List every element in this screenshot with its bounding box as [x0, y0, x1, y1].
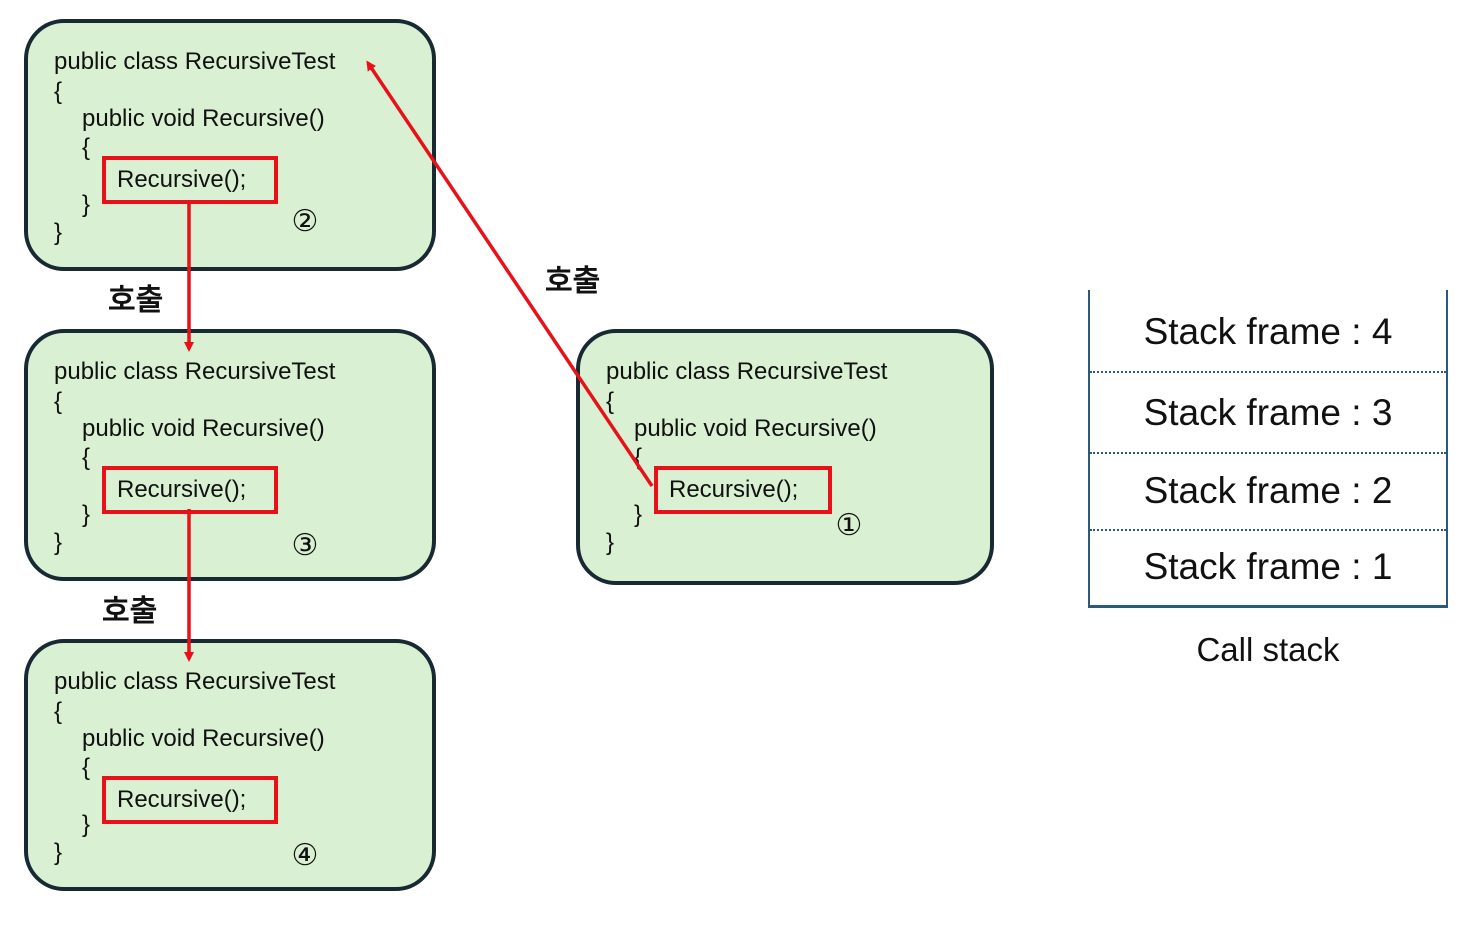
class-close-brace: }: [54, 839, 63, 866]
class-declaration: public class RecursiveTest: [54, 668, 336, 695]
stack-frame-2: Stack frame : 2: [1143, 470, 1393, 511]
class-close-brace: }: [606, 529, 615, 556]
step-marker: ②: [291, 205, 319, 238]
class-open-brace: {: [54, 388, 63, 415]
method-declaration: public void Recursive(): [82, 725, 325, 752]
recursive-call-highlight: Recursive();: [102, 156, 278, 204]
code-box-3: public class RecursiveTest { public void…: [24, 329, 436, 581]
recursive-call-highlight: Recursive();: [102, 776, 278, 824]
method-close-brace: }: [82, 811, 91, 838]
method-open-brace: {: [82, 444, 91, 471]
code-box-1: public class RecursiveTest { public void…: [576, 329, 994, 585]
stack-frame-4: Stack frame : 4: [1143, 311, 1393, 352]
stack-frame-3: Stack frame : 3: [1143, 392, 1393, 433]
method-open-brace: {: [634, 444, 643, 471]
stack-frame-1: Stack frame : 1: [1143, 546, 1393, 587]
method-open-brace: {: [82, 754, 91, 781]
method-declaration: public void Recursive(): [82, 105, 325, 132]
call-label: 호출: [102, 595, 158, 628]
code-box-2: public class RecursiveTest { public void…: [24, 19, 436, 271]
stack-divider: [1090, 529, 1446, 531]
class-open-brace: {: [54, 698, 63, 725]
recursive-call-highlight: Recursive();: [102, 466, 278, 514]
call-label: 호출: [545, 265, 601, 298]
method-open-brace: {: [82, 134, 91, 161]
class-open-brace: {: [606, 388, 615, 415]
step-marker: ①: [835, 509, 863, 542]
class-open-brace: {: [54, 78, 63, 105]
class-close-brace: }: [54, 219, 63, 246]
class-declaration: public class RecursiveTest: [54, 48, 336, 75]
method-declaration: public void Recursive(): [82, 415, 325, 442]
recursive-call-highlight: Recursive();: [654, 466, 832, 514]
method-close-brace: }: [82, 501, 91, 528]
method-close-brace: }: [634, 501, 643, 528]
stack-divider: [1090, 371, 1446, 373]
method-declaration: public void Recursive(): [634, 415, 877, 442]
class-close-brace: }: [54, 529, 63, 556]
call-stack-caption: Call stack: [1196, 631, 1340, 668]
step-marker: ③: [291, 529, 319, 562]
call-stack: Stack frame : 4 Stack frame : 3 Stack fr…: [1088, 290, 1448, 608]
call-label: 호출: [108, 284, 164, 317]
class-declaration: public class RecursiveTest: [606, 358, 888, 385]
class-declaration: public class RecursiveTest: [54, 358, 336, 385]
stack-divider: [1090, 452, 1446, 454]
step-marker: ④: [291, 839, 319, 872]
method-close-brace: }: [82, 191, 91, 218]
code-box-4: public class RecursiveTest { public void…: [24, 639, 436, 891]
